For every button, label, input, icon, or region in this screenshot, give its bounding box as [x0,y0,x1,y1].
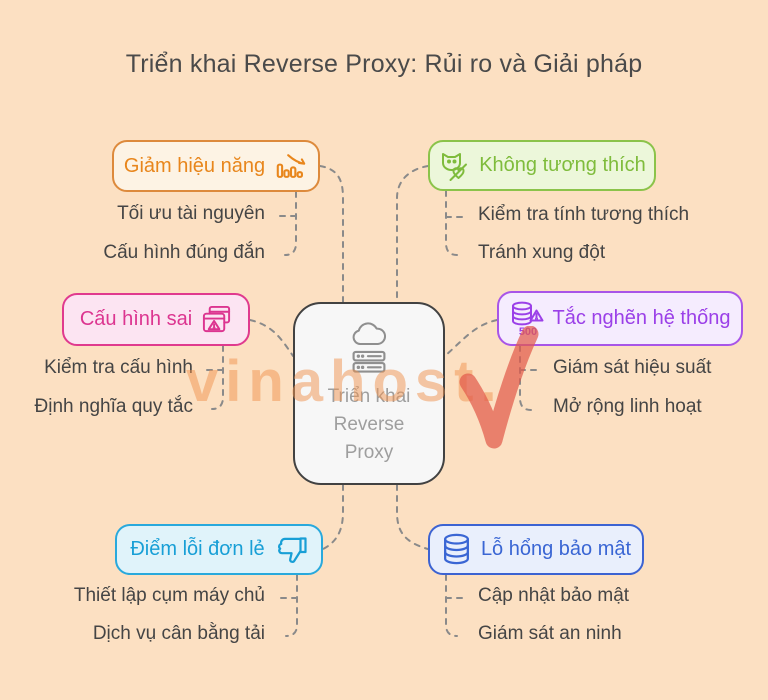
database-icon [443,533,469,565]
connector-bottleneck-center [444,319,498,357]
node-performance: Giảm hiệu năng [112,140,320,192]
node-incompatibility: Không tương thích [428,140,656,191]
connector-incompat-items [445,190,468,256]
item-bottleneck-2: Mở rộng linh hoạt [553,396,702,417]
connector-spof-items [274,574,298,637]
node-single-point-failure: Điểm lỗi đơn lẻ [115,524,323,575]
connector-misconfig-items [200,345,224,410]
central-node-icons [348,321,390,374]
central-node-label-line2: Reverse [333,414,405,435]
server-icon [352,350,386,373]
node-misconfiguration-label: Cấu hình sai [79,308,193,330]
connector-spof-center [322,484,344,550]
node-single-point-failure-label: Điểm lỗi đơn lẻ [130,538,265,560]
item-single-point-failure-2: Dịch vụ cân bằng tải [92,623,265,644]
item-security-1: Cập nhật bảo mật [478,585,630,606]
connector-misconfig-center [249,319,294,357]
node-security-label: Lỗ hổng bảo mật [480,538,632,560]
cat-broken-heart-icon [442,152,468,181]
item-performance-1: Tối ưu tài nguyên [117,203,265,224]
node-bottleneck: 500 Tắc nghẽn hệ thống [497,291,743,346]
connector-bottleneck-items [519,345,543,411]
cloud-icon [352,322,387,345]
node-bottleneck-label: Tắc nghẽn hệ thống [552,307,731,329]
item-bottleneck-1: Giám sát hiệu suất [553,357,712,378]
connector-security-items [445,574,468,637]
central-node-reverse-proxy: Triển khai Reverse Proxy [293,302,445,485]
item-incompatibility-2: Tránh xung đột [478,242,606,263]
central-node-label-line1: Triển khai [327,386,411,407]
page-title: Triển khai Reverse Proxy: Rủi ro và Giải… [125,50,643,78]
connector-incompat-center [396,165,429,303]
declining-chart-icon [276,153,306,178]
database-warning-icon-text: 500 [518,326,536,337]
connector-performance-items [274,191,297,256]
item-single-point-failure-1: Thiết lập cụm máy chủ [73,585,265,606]
connector-security-center [396,484,429,550]
database-warning-icon: 500 [511,301,544,337]
item-security-2: Giám sát an ninh [478,623,622,644]
thumbs-down-icon [277,536,307,563]
node-security: Lỗ hổng bảo mật [428,524,644,575]
node-performance-label: Giảm hiệu năng [123,154,266,177]
item-incompatibility-1: Kiểm tra tính tương thích [478,204,690,225]
node-misconfiguration: Cấu hình sai [62,293,250,346]
connector-performance-center [319,165,344,303]
node-incompatibility-label: Không tương thích [479,154,646,176]
item-performance-2: Cấu hình đúng đắn [103,242,265,263]
item-misconfiguration-1: Kiểm tra cấu hình [44,357,193,378]
browser-warning-icon [203,305,231,333]
central-node-label-line3: Proxy [344,442,394,463]
item-misconfiguration-2: Định nghĩa quy tắc [34,396,193,417]
